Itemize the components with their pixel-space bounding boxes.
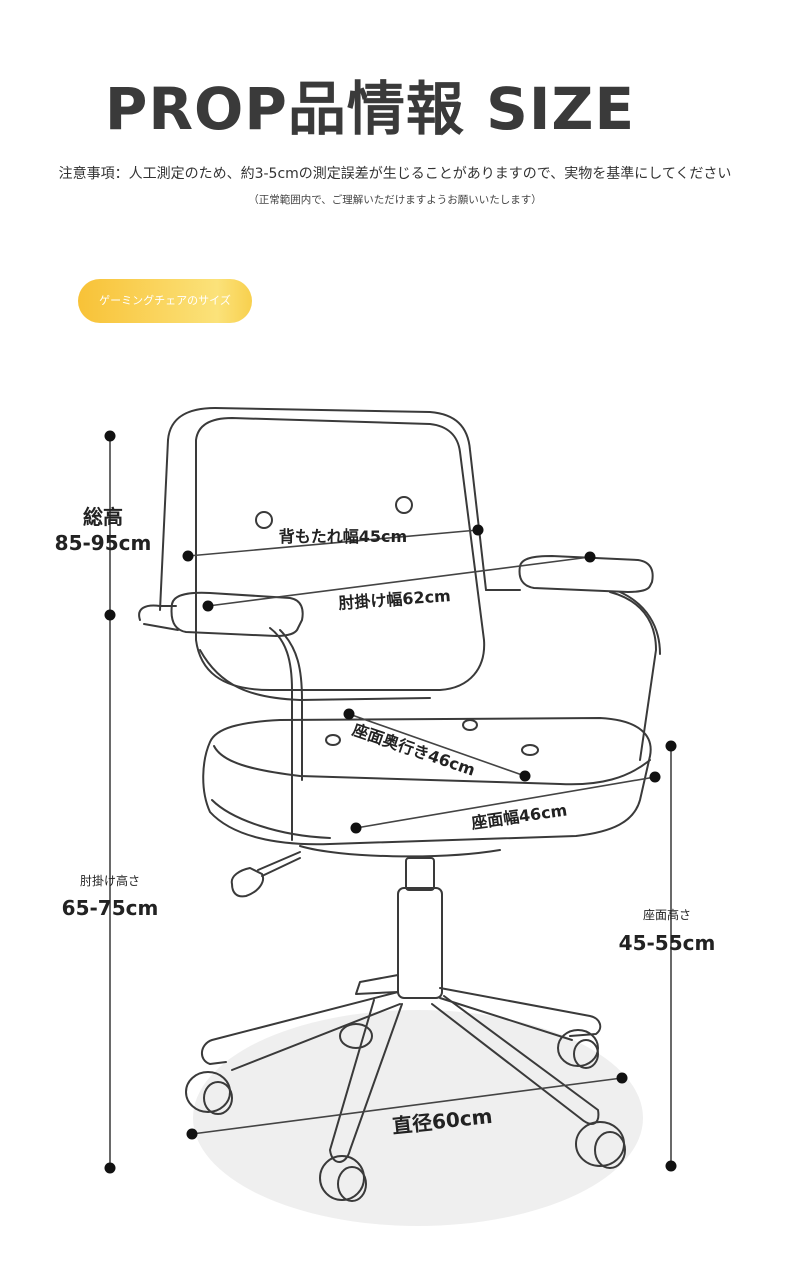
- backrest-width-label: 背もたれ幅45cm: [279, 527, 407, 546]
- left-armrest-frame: [138, 604, 177, 621]
- gas-cylinder: [405, 857, 435, 891]
- dot: [104, 430, 116, 442]
- tilt-lever: [257, 851, 301, 877]
- seat-depth-line: [348, 713, 526, 777]
- seat-cushion: [202, 717, 652, 846]
- caster-right-front: [575, 1121, 626, 1169]
- seat-depth-label: 座面奥行き46cm: [349, 720, 478, 780]
- dot: [584, 551, 596, 563]
- dot: [350, 822, 362, 834]
- backrest: [195, 417, 486, 691]
- right-armrest-pad: [518, 555, 654, 593]
- seat-height-value: 45-55cm: [619, 931, 716, 955]
- base-star: [355, 974, 399, 995]
- page-title: PROP品情報 SIZE: [104, 75, 636, 143]
- caster-right-back: [557, 1029, 599, 1069]
- dot: [616, 1072, 628, 1084]
- seat-width-line: [355, 776, 656, 829]
- backrest-width-line: [187, 529, 479, 557]
- dot: [182, 550, 194, 562]
- size-badge: ゲーミングチェアのサイズ: [78, 279, 252, 323]
- dot: [104, 1162, 116, 1174]
- dot: [472, 524, 484, 536]
- total-height-value: 85-95cm: [55, 531, 152, 555]
- caster-left: [185, 1071, 233, 1115]
- dot: [186, 1128, 198, 1140]
- dot: [665, 740, 677, 752]
- dot: [649, 771, 661, 783]
- dot: [665, 1160, 677, 1172]
- dot: [519, 770, 531, 782]
- measurement-note: 注意事項：人工測定のため、約3-5cmの測定誤差が生じることがありますので、実物…: [58, 166, 732, 182]
- dot: [343, 708, 355, 720]
- armrest-width-line: [207, 556, 591, 607]
- dot: [104, 609, 116, 621]
- seat-width-label: 座面幅46cm: [469, 800, 568, 832]
- diameter-line: [191, 1077, 623, 1135]
- caster-back: [339, 1023, 373, 1049]
- right-armrest-frame: [609, 591, 657, 761]
- armrest-height-label: 肘掛け高さ: [80, 873, 140, 888]
- armrest-height-value: 65-75cm: [62, 896, 159, 920]
- dot: [202, 600, 214, 612]
- seat-height-label: 座面高さ: [643, 907, 691, 922]
- measurement-subnote: （正常範囲内で、ご理解いただけますようお願いいたします）: [248, 194, 542, 206]
- total-height-label: 総高: [83, 505, 123, 529]
- back-frame: [167, 407, 487, 591]
- armrest-width-label: 肘掛け幅62cm: [338, 586, 451, 613]
- caster-front: [319, 1155, 367, 1202]
- floor-shadow: [193, 1010, 643, 1226]
- left-armrest-pad: [170, 591, 304, 637]
